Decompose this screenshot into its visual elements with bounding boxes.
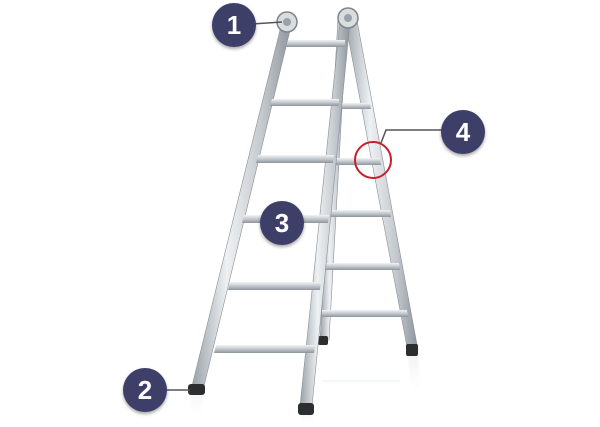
highlight-ring [354,141,392,179]
floor-reflection [190,356,421,427]
hinge-joints [276,7,359,33]
leader-line-4 [380,129,443,144]
callout-badge-2: 2 [123,368,167,412]
leader-line-1 [252,21,283,25]
callout-badge-1: 1 [212,3,256,47]
callout-badge-4: 4 [441,110,485,154]
callout-badge-3: 3 [260,201,304,245]
front-section [188,21,351,415]
